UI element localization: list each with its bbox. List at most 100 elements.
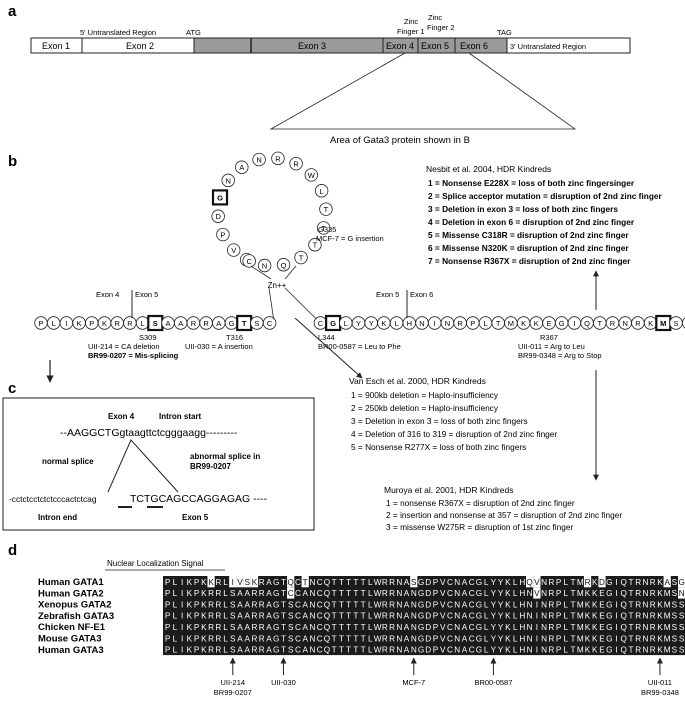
aa-letter: C [447, 634, 453, 643]
aa-letter: K [592, 589, 598, 598]
aa-letter: T [332, 623, 337, 632]
mutation-site-box [211, 189, 229, 206]
zoom-triangle [269, 52, 577, 130]
aa-letter: Q [288, 578, 294, 587]
aa-letter: R [382, 623, 388, 632]
aa-letter: T [353, 634, 358, 643]
aa-letter: N [541, 646, 547, 655]
aa-letter: M [577, 623, 584, 632]
aa-letter: C [447, 623, 453, 632]
aa-letter: K [592, 600, 598, 609]
aa-letter: N [642, 646, 648, 655]
aa-letter: I [181, 646, 183, 655]
aa-letter: P [556, 634, 562, 643]
aa-letter: L [173, 612, 178, 621]
aa-letter: H [519, 634, 525, 643]
aa-letter: D [425, 612, 431, 621]
aa-letter: Y [498, 612, 504, 621]
aa-letter: C [469, 589, 475, 598]
aa-letter: A [245, 589, 251, 598]
aa-letter: P [194, 600, 200, 609]
aa-letter: R [548, 612, 554, 621]
aa-letter: T [332, 600, 337, 609]
aa-letter: M [664, 612, 671, 621]
aa-letter: G [606, 578, 612, 587]
aa-letter: A [462, 646, 468, 655]
aa-letter: S [230, 623, 236, 632]
residue-letter: C [267, 319, 273, 328]
aa-letter: E [599, 612, 605, 621]
aa-letter: K [592, 612, 598, 621]
aa-letter: C [469, 634, 475, 643]
variant-cell [410, 576, 418, 588]
muroya-list: 1 = nonsense R367X = disruption of 2nd z… [386, 498, 622, 532]
aa-letter: P [165, 634, 171, 643]
aa-letter: R [259, 578, 265, 587]
residue-circle [262, 316, 277, 330]
residue-letter: P [89, 319, 94, 328]
aa-letter: C [295, 646, 301, 655]
exon-6-label: Exon 6 [460, 41, 488, 51]
aa-letter: N [396, 623, 402, 632]
aa-letter: T [346, 589, 351, 598]
aa-letter: W [374, 634, 382, 643]
aa-letter: K [505, 623, 511, 632]
aa-letter: V [237, 578, 243, 587]
aa-letter: A [404, 578, 410, 587]
aa-letter: N [396, 612, 402, 621]
loop-residue-circle [216, 227, 230, 242]
alignment-background [163, 576, 685, 656]
aa-letter: T [571, 634, 576, 643]
aa-letter: I [615, 623, 617, 632]
aa-letter: L [484, 578, 489, 587]
aa-letter: T [361, 612, 366, 621]
aa-letter: Y [498, 646, 504, 655]
loop-residue-circle [316, 221, 331, 235]
aa-letter: I [181, 589, 183, 598]
aa-letter: G [418, 634, 424, 643]
aa-letter: D [425, 634, 431, 643]
aa-letter: H [519, 600, 525, 609]
r367-uii011: UII-011 = Arg to Leu [518, 342, 585, 351]
loop-residue-letter: R [275, 154, 281, 163]
aa-letter: R [635, 589, 641, 598]
residue-letter: G [229, 319, 235, 328]
aa-letter: R [215, 634, 221, 643]
aa-letter: G [418, 578, 424, 587]
aa-letter: R [548, 589, 554, 598]
aa-letter: C [469, 612, 475, 621]
aa-letter: R [215, 589, 221, 598]
aa-letter: A [462, 634, 468, 643]
aa-letter: N [396, 578, 402, 587]
aa-letter: Q [324, 634, 330, 643]
aa-letter: N [454, 600, 460, 609]
aa-letter: S [672, 623, 678, 632]
residue-letter: Y [356, 319, 361, 328]
aa-letter: K [657, 623, 663, 632]
aa-letter: A [237, 612, 243, 621]
panel-d-letter: d [8, 542, 17, 559]
loop-residue-letter: W [308, 171, 316, 180]
aa-letter: P [165, 600, 171, 609]
panel-b: b Nesbit et al. 2004, HDR Kindreds 1 = N… [8, 151, 685, 532]
variant-cell [287, 587, 295, 599]
aa-letter: A [302, 600, 308, 609]
b-exon6-label: Exon 6 [410, 290, 433, 299]
aa-letter: K [505, 634, 511, 643]
aa-letter: Q [621, 612, 627, 621]
loop-residue-letter: L [320, 187, 324, 196]
aa-letter: G [476, 578, 482, 587]
aa-letter: K [657, 634, 663, 643]
aa-letter: R [208, 612, 214, 621]
aa-letter: R [208, 600, 214, 609]
aa-letter: I [181, 600, 183, 609]
residue-letter: I [434, 319, 436, 328]
aa-letter: V [534, 578, 540, 587]
aa-letter: N [411, 623, 417, 632]
aa-letter: T [281, 589, 286, 598]
aa-letter: K [505, 612, 511, 621]
exon-4-label: Exon 4 [386, 41, 414, 51]
residue-letter: K [77, 319, 82, 328]
aa-letter: K [592, 634, 598, 643]
